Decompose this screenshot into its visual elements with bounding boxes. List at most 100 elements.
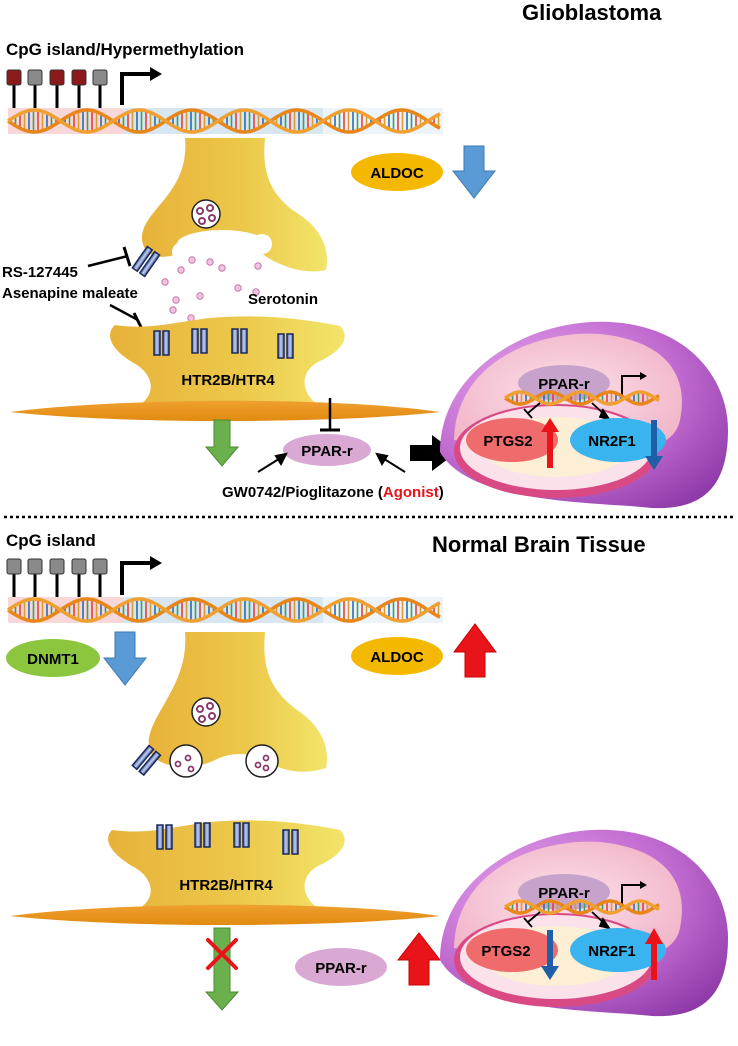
dna-helix-bottom [7, 597, 443, 623]
ptgs2-ellipse-bottom [466, 928, 558, 972]
presynaptic-receptor-top [131, 245, 161, 278]
cpg-island-label: CpG island [6, 531, 96, 550]
dnmt1-label: DNMT1 [27, 651, 79, 668]
receptor-icon [191, 328, 208, 354]
synaptic-vesicle-top [191, 199, 221, 229]
nr2f1-ellipse-bottom [570, 928, 666, 972]
cell-dna-top [504, 390, 660, 406]
ppar-ellipse-top [283, 434, 371, 466]
cell-nucleus-bottom [440, 829, 728, 1017]
serotonin-dot [254, 262, 262, 270]
receptor-label-top: HTR2B/HTR4 [181, 372, 275, 389]
ppar-ellipse-bottom [295, 948, 387, 986]
presynaptic-receptor-bottom [131, 744, 162, 777]
unmethylated-cpg-icon [27, 69, 43, 108]
receptor-icon [194, 822, 211, 848]
receptor-label-bottom: HTR2B/HTR4 [179, 877, 273, 894]
receptor-icon [153, 330, 170, 356]
nucleus-entry-arrow-icon [410, 435, 456, 471]
unmethylated-cpg-icon [92, 558, 108, 597]
cell-membrane-top [10, 400, 440, 421]
block-x-icon [206, 938, 238, 970]
serotonin-dot [177, 266, 185, 274]
postsynaptic-receptors-bottom [156, 822, 299, 855]
serotonin-dot [234, 284, 242, 292]
unmethylated-cpg-icon [27, 558, 43, 597]
inhibition-bar-icon [87, 246, 143, 328]
serotonin-molecules [161, 256, 262, 322]
agonist-arrows-icon [257, 452, 406, 473]
serotonin-dot [196, 292, 204, 300]
methylation-marks-bottom [6, 558, 108, 597]
methylated-cpg-icon [49, 69, 65, 108]
ppar-label-top: PPAR-r [301, 443, 353, 460]
cell-tss-arrow-icon-bottom [621, 881, 647, 906]
cell-membrane-bottom [10, 904, 440, 925]
ppar-label-bottom: PPAR-r [315, 960, 367, 977]
signal-down-arrow-icon [204, 419, 240, 467]
cell-tss-arrow-icon-top [621, 372, 647, 397]
synaptic-vesicle-bottom [191, 697, 221, 727]
ptgs2-label-bottom: PTGS2 [481, 943, 530, 960]
ppar-inhibition-bar-icon [320, 398, 340, 432]
aldoc-down-arrow-icon [451, 145, 497, 199]
receptor-icon [156, 824, 173, 850]
docked-vesicle-2 [245, 744, 279, 778]
serotonin-dot [172, 296, 180, 304]
cell-dna-bottom [504, 899, 660, 915]
postsynaptic-receptors-top [153, 328, 294, 359]
aldoc-label-bottom: ALDOC [370, 649, 423, 666]
unmethylated-cpg-icon [49, 558, 65, 597]
methylated-cpg-icon [6, 69, 22, 108]
dnmt1-down-arrow-icon [102, 631, 148, 686]
unmethylated-cpg-icon [71, 558, 87, 597]
receptor-icon [231, 328, 248, 354]
serotonin-dot [187, 314, 195, 322]
unmethylated-cpg-icon [6, 558, 22, 597]
aldoc-label-top: ALDOC [370, 165, 423, 182]
transcription-start-arrow-icon [120, 67, 162, 105]
serotonin-dot [218, 264, 226, 272]
agonist-label: GW0742/Pioglitazone (Agonist) [222, 484, 444, 501]
ptgs2-ellipse-top [466, 418, 558, 462]
methylation-marks-top [6, 69, 108, 108]
postsynaptic-terminal-bottom [108, 820, 345, 908]
aldoc-ellipse-top [351, 153, 443, 191]
asenapine-label: Asenapine maleate [2, 285, 138, 302]
serotonin-dot [206, 258, 214, 266]
normal-brain-title: Normal Brain Tissue [432, 532, 646, 557]
cell-nucleus-top [440, 321, 728, 509]
cell-regulation-arrows-bottom [523, 911, 611, 930]
cell-ppar-label-bottom: PPAR-r [538, 885, 590, 902]
ptgs2-label-top: PTGS2 [483, 433, 532, 450]
receptor-icon [277, 333, 294, 359]
nr2f1-label-top: NR2F1 [588, 433, 636, 450]
nr2f1-label-bottom: NR2F1 [588, 943, 636, 960]
ptgs2-down-arrow-icon [541, 930, 559, 980]
aldoc-ellipse-bottom [351, 637, 443, 675]
receptor-icon [233, 822, 250, 848]
serotonin-dot [252, 288, 260, 296]
docked-vesicle-1 [169, 744, 203, 778]
unmethylated-cpg-icon [92, 69, 108, 108]
serotonin-label: Serotonin [248, 291, 318, 308]
receptor-icon [282, 829, 299, 855]
ppar-up-arrow-icon [396, 932, 442, 986]
serotonin-dot [161, 278, 169, 286]
serotonin-dot [169, 306, 177, 314]
nr2f1-ellipse-top [570, 418, 666, 462]
ptgs2-up-arrow-icon [541, 418, 559, 468]
cell-regulation-arrows-top [523, 402, 611, 421]
glioblastoma-title: Glioblastoma [522, 0, 662, 25]
transcription-start-arrow-icon [120, 556, 162, 595]
dnmt1-ellipse [6, 639, 100, 677]
nr2f1-up-arrow-icon [645, 928, 663, 980]
nr2f1-down-arrow-icon [645, 420, 663, 470]
presynaptic-terminal-bottom [148, 632, 327, 772]
postsynaptic-terminal-top [110, 316, 345, 405]
aldoc-up-arrow-icon [453, 623, 497, 678]
cpg-hypermethylation-label: CpG island/Hypermethylation [6, 40, 244, 59]
cell-ppar-label-top: PPAR-r [538, 376, 590, 393]
methylated-cpg-icon [71, 69, 87, 108]
